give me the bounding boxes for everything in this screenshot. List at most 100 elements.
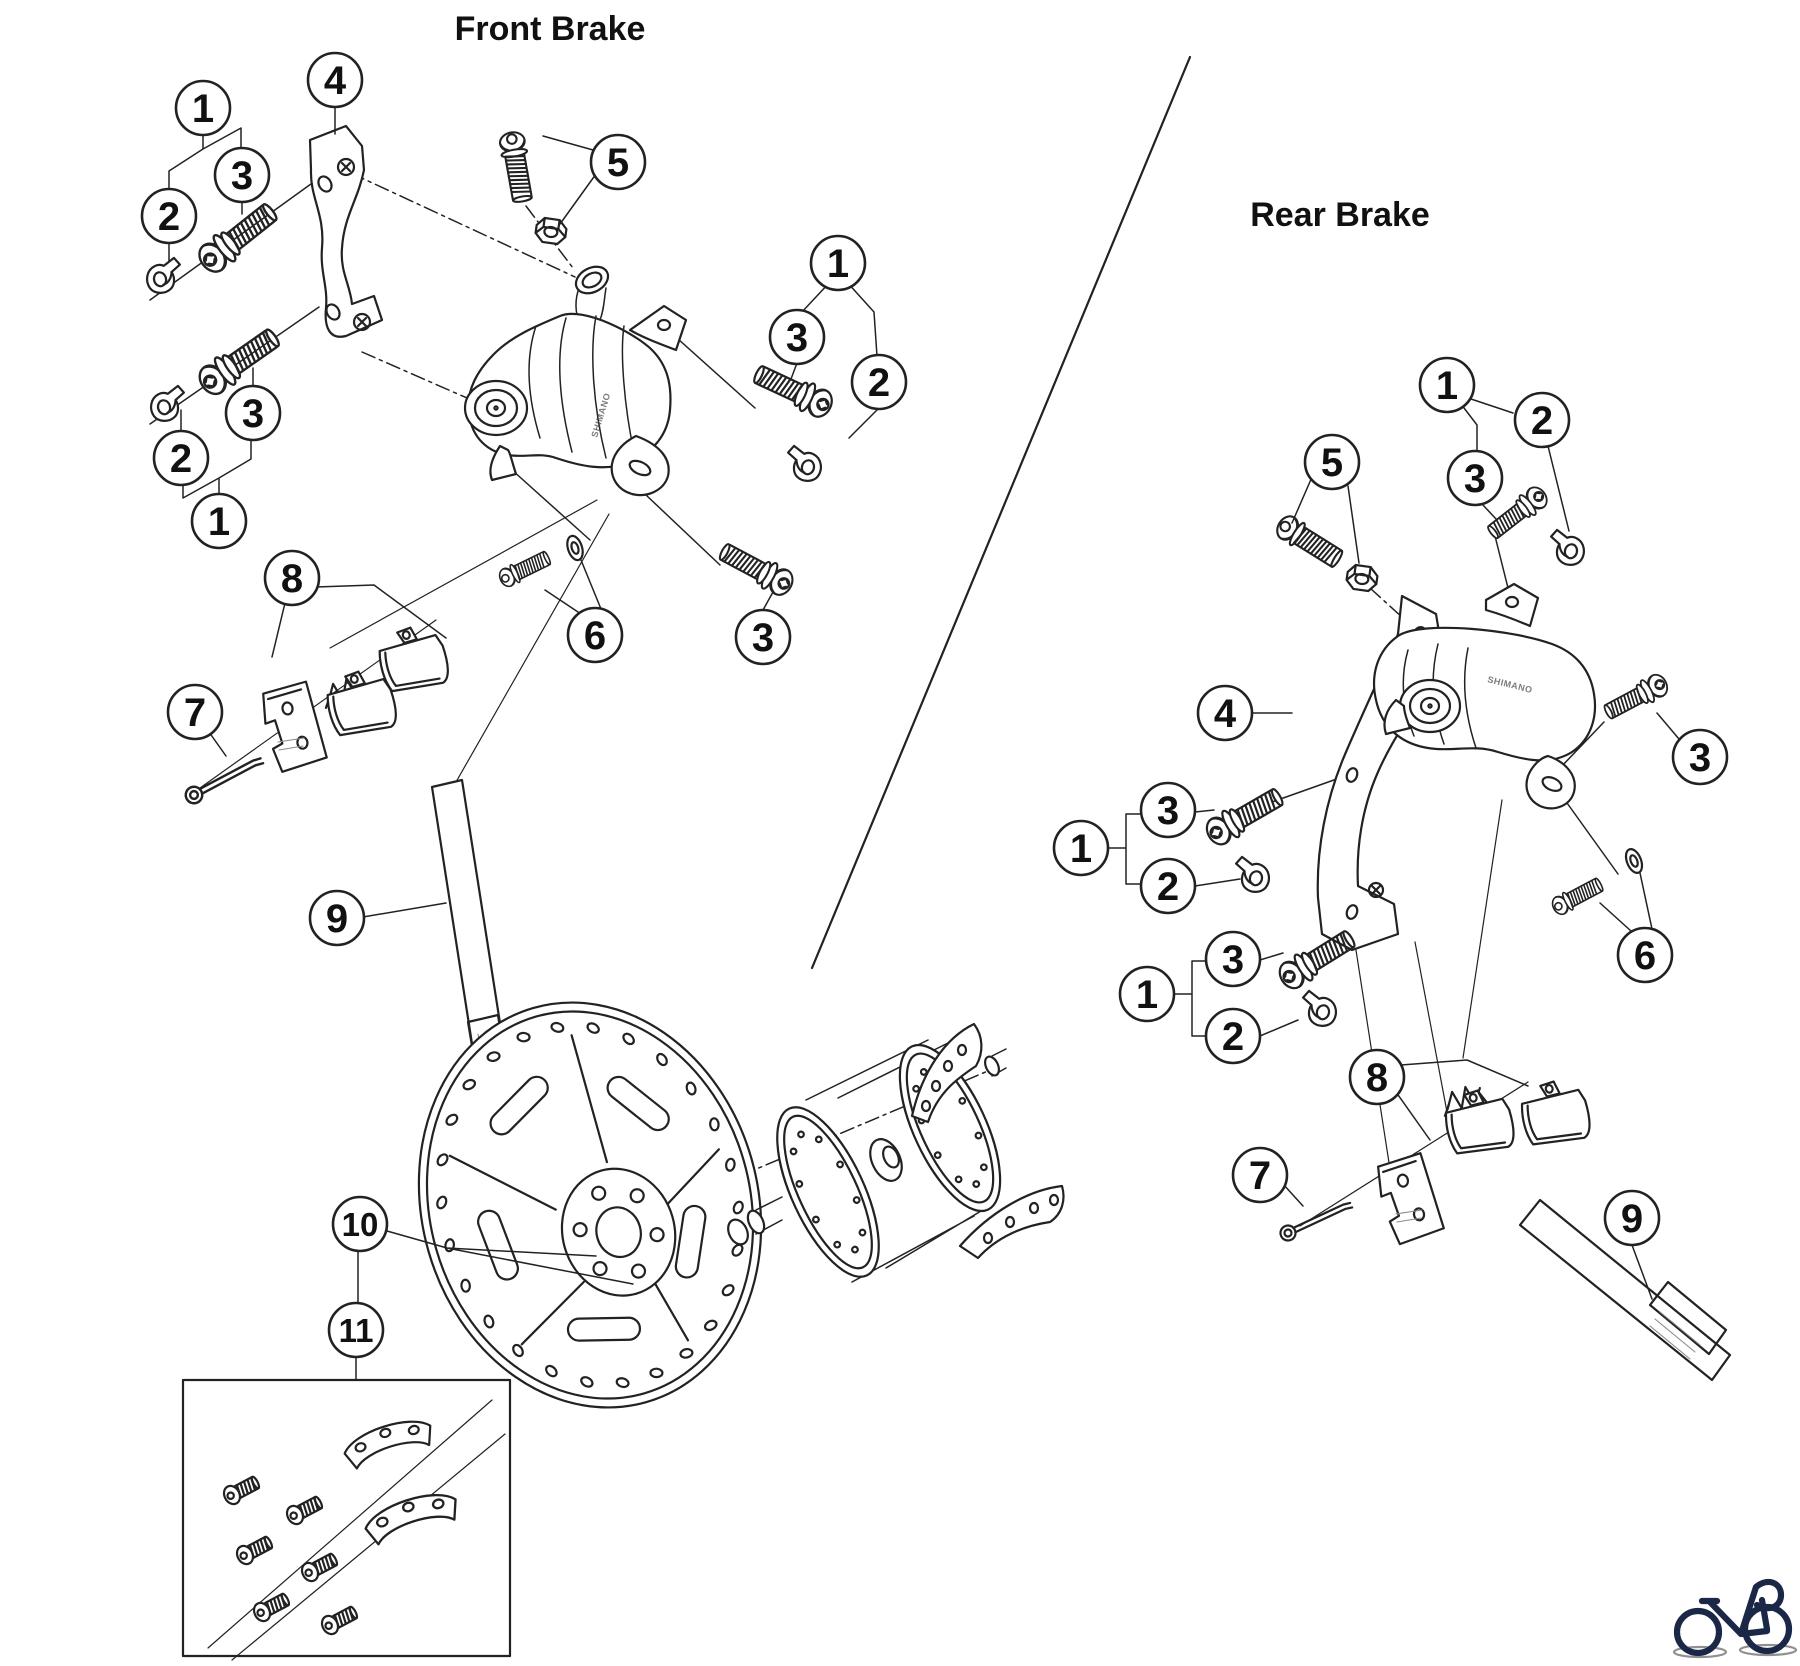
callout-rear-6: 6 [1616,926,1674,984]
callout-rear-2-low: 2 [1204,1007,1262,1065]
svg-text:8: 8 [1366,1056,1388,1100]
callout-front-9: 9 [308,889,366,947]
front-axis-lines [149,172,756,811]
front-caliper-bolt-right [748,358,838,423]
callout-front-1-top: 1 [174,79,232,137]
front-pad-set [259,619,454,775]
callout-front-4: 4 [306,51,364,109]
callout-rear-4: 4 [1196,684,1254,742]
callout-front-10: 10 [331,1195,389,1253]
svg-text:1: 1 [827,242,849,286]
callout-front-3-bottom: 3 [734,608,792,666]
rear-pad-axle-bolt [1548,874,1607,919]
svg-text:6: 6 [584,614,606,658]
svg-text:3: 3 [231,154,253,198]
svg-text:9: 9 [326,897,348,941]
svg-text:2: 2 [170,437,192,481]
front-caliper-bolt-bottom [714,537,799,601]
rear-snap-retainer-mid [1229,854,1275,897]
front-adapter-bracket [308,124,384,338]
rear-split-pin [1276,1195,1355,1245]
svg-text:1: 1 [208,500,230,544]
callout-rear-1-low: 1 [1118,965,1176,1023]
svg-text:7: 7 [184,691,206,735]
disc-rotor [417,1001,763,1409]
svg-text:1: 1 [1136,973,1158,1017]
callout-rear-2-mid: 2 [1139,857,1197,915]
front-brake-title: Front Brake [455,10,646,48]
svg-text:10: 10 [342,1206,379,1243]
rear-caliper-bolt-right [1599,669,1673,725]
callout-rear-8: 8 [1348,1048,1406,1106]
svg-text:2: 2 [158,195,180,239]
front-split-pin [181,750,267,808]
callout-rear-1-top: 1 [1418,356,1476,414]
rear-fixing-bolt [1271,510,1347,573]
svg-text:2: 2 [1157,865,1179,909]
callout-front-1-low: 1 [190,492,248,550]
front-callout-leaders [168,100,880,1381]
callout-rear-3-low: 3 [1204,930,1262,988]
callout-front-5: 5 [589,133,647,191]
svg-text:1: 1 [192,87,214,131]
svg-text:6: 6 [1634,934,1656,978]
callout-front-1-right: 1 [809,234,867,292]
callout-front-6: 6 [566,606,624,664]
svg-text:3: 3 [786,316,808,360]
rear-snap-retainer-low [1296,988,1342,1031]
rear-caliper: SHIMANO [1372,582,1597,810]
rotor-bolt-kit-inset [181,1378,512,1661]
wheel-assembly [181,1001,1065,1661]
callout-rear-2-top: 2 [1513,391,1571,449]
callout-rear-7: 7 [1231,1146,1289,1204]
svg-text:9: 9 [1621,1197,1643,1241]
svg-text:1: 1 [1436,364,1458,408]
hub [727,1039,1007,1283]
callout-front-7: 7 [166,683,224,741]
callout-rear-5: 5 [1303,433,1361,491]
svg-text:4: 4 [1214,692,1237,736]
rear-snap-retainer-top [1544,527,1590,570]
callout-front-3-top: 3 [213,146,271,204]
rear-mount-bolt-low [1273,923,1361,995]
callout-front-2-top: 2 [140,187,198,245]
rear-mount-bolt-mid [1200,781,1289,851]
front-brake-section: Front Brake [141,10,838,1110]
svg-text:1: 1 [1070,827,1092,871]
svg-text:3: 3 [1222,938,1244,982]
front-fixing-bolt [496,129,537,205]
callout-front-3-right: 3 [768,308,826,366]
svg-text:3: 3 [752,616,774,660]
callout-front-3-low: 3 [224,384,282,442]
front-pad-axle-bolt [495,547,554,591]
callout-rear-3-mid: 3 [1139,781,1197,839]
callout-front-2-low: 2 [152,429,210,487]
front-caliper: SHIMANO [463,265,688,497]
svg-text:3: 3 [1157,789,1179,833]
rear-fixing-nut [1344,562,1380,594]
front-mount-bolt-upper [192,196,284,279]
front-snap-retainer-upper [141,255,187,298]
svg-text:7: 7 [1249,1154,1271,1198]
front-snap-retainer-lower [145,383,191,426]
svg-text:3: 3 [1464,457,1486,501]
svg-text:3: 3 [1689,736,1711,780]
svg-text:3: 3 [242,392,264,436]
callout-rear-3-right: 3 [1671,728,1729,786]
section-divider-line [810,55,1192,970]
svg-text:4: 4 [324,59,347,103]
svg-text:8: 8 [281,557,303,601]
rear-pad-set [1374,1074,1596,1247]
svg-text:2: 2 [1531,399,1553,443]
front-mount-bolt-lower [192,321,286,402]
callout-front-8: 8 [263,549,321,607]
rear-brake-title: Rear Brake [1250,196,1430,234]
callout-rear-9: 9 [1603,1189,1661,1247]
front-snap-retainer-right [781,443,827,486]
svg-text:2: 2 [1222,1015,1244,1059]
spoke-flange-fragments [910,1022,1065,1260]
svg-text:5: 5 [607,141,629,185]
svg-text:2: 2 [868,361,890,405]
